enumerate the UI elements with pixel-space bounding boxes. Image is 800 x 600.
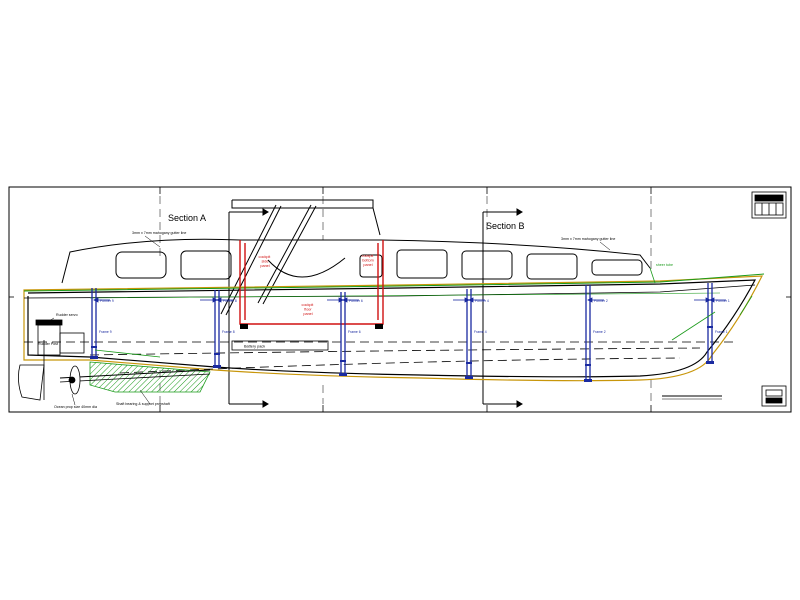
keel-skeg [59,361,211,393]
cockpit-feet [240,324,383,329]
cockpit-floor-line: floor [304,307,312,311]
prop-label: Ocean prop size 40mm dia [54,405,97,409]
cockpit-floor-line: panel [303,312,312,316]
title-block [751,191,787,219]
rudder-icon [18,340,45,401]
frame-label: Frame 8 [222,330,235,334]
cockpit-side-line: cockpit [259,255,272,259]
green-details [94,267,753,358]
propeller-icon [68,365,81,395]
station-marks [9,187,791,412]
cabin-roof [61,199,651,284]
former-8-label: Former 8 [223,299,237,303]
cockpit-panels [239,240,384,325]
frame-label: Frame 2 [593,330,606,334]
cockpit-bottom-line: panel [363,263,372,267]
frame-label: Frame 1 [715,330,728,334]
hull-skin [23,275,763,382]
former-6-label: Former 6 [349,299,363,303]
cockpit-side-line: side [262,259,269,263]
section-a-label: Section A [168,213,206,223]
leader-lines [43,235,611,406]
hull-inner [27,279,757,378]
cabin-windows [115,249,643,280]
gutter-right-label: 3mm x 7mm mahogany gutter line [561,237,615,241]
sheer-label: sheer tube [656,263,673,267]
shaft-label: Shaft bearing & support propshaft [116,402,170,406]
battery-pack [231,340,329,351]
frame-arrows [93,297,726,303]
rudder-servo-label: Rudder servo [56,313,78,317]
rudder-servo-box [35,319,85,356]
gutter-left-label: 3mm x 7mm mahogany gutter line [132,231,186,235]
drawing-border [8,186,792,413]
former-4-label: Former 4 [475,299,489,303]
scale-block [761,385,787,407]
frame-label: Frame 4 [474,330,487,334]
section-a-cutline [228,208,269,408]
battery-label: Battery pack [244,345,265,349]
former-1-label: Former 1 [716,299,730,303]
cockpit-floor-line: cockpit [302,303,315,307]
former-2-label: Former 2 [594,299,608,303]
section-b-cutline [482,208,523,408]
cockpit-side-line: panel [260,264,269,268]
rudder-post-label: Rudder Post [38,342,58,346]
frame-label: Frame 6 [348,330,361,334]
frame-feet [90,326,714,382]
waterline-dashes [24,341,735,374]
hull-outline [23,275,763,382]
former-9-label: Former 9 [100,299,114,303]
cockpit-bottom-line: cockpit [362,254,375,258]
section-b-label: Section B [486,221,525,231]
frames [91,283,713,380]
frame-label: Frame 9 [99,330,112,334]
cockpit-bottom-line: bottom [362,258,374,262]
